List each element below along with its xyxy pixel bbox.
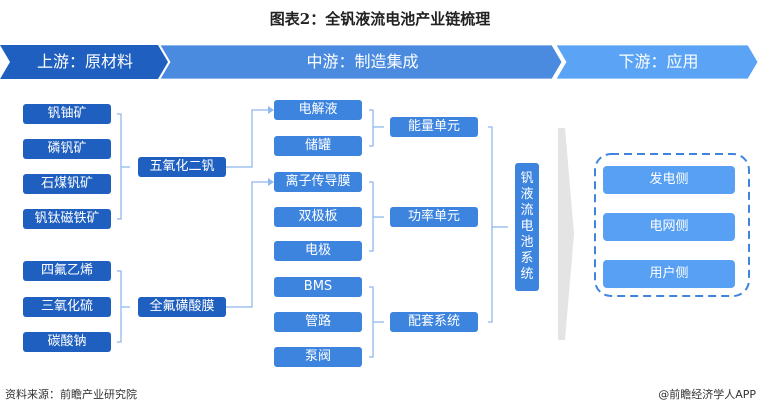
unit-power: 功率单元: [390, 207, 478, 227]
chart-title: 图表2：全钒液流电池产业链梳理: [269, 10, 491, 28]
application-grid-side: 电网侧: [603, 213, 735, 241]
stage-midstream-shape: [159, 45, 563, 79]
system-char: 统: [520, 267, 534, 282]
gray-flow-arrow: [558, 128, 574, 340]
system-char: 电: [520, 219, 534, 234]
system-char: 液: [520, 187, 534, 202]
component-box: 储罐: [274, 136, 362, 156]
component-box: 电解液: [274, 100, 362, 120]
source-note: 资料来源：前瞻产业研究院: [5, 388, 137, 401]
bracket-raw-group2: [117, 270, 122, 343]
bracket-power: [369, 181, 374, 252]
credit-note: @前瞻经济学人APP: [658, 388, 756, 401]
connector-product1-to-electrolyte: [226, 109, 268, 168]
stage-upstream-label: 上游：原材料: [36, 52, 133, 71]
raw-material-box: 磷钒矿: [23, 139, 111, 159]
raw-material-box: 钒铀矿: [23, 104, 111, 124]
application-generation-side: 发电侧: [603, 166, 735, 194]
product-vanadium-pentoxide: 五氧化二钒: [138, 157, 226, 177]
stage-arrow-bar: [0, 45, 759, 79]
bracket-units: [488, 126, 493, 323]
system-char: 流: [520, 203, 534, 218]
connector-product2-to-membrane: [226, 181, 268, 308]
component-box: 电极: [274, 241, 362, 261]
raw-material-box: 石煤钒矿: [23, 174, 111, 194]
system-char: 系: [520, 251, 534, 266]
bracket-energy: [369, 109, 374, 147]
bracket-raw-group1: [117, 113, 122, 220]
stage-downstream-shape: [555, 45, 759, 79]
component-box: BMS: [274, 277, 362, 297]
raw-material-box: 碳酸钠: [23, 332, 111, 352]
component-box: 双极板: [274, 207, 362, 227]
stage-upstream-shape: [0, 45, 168, 79]
stage-downstream-label: 下游：应用: [618, 52, 699, 71]
product-perfluorosulfonic-membrane: 全氟磺酸膜: [138, 297, 226, 317]
bracket-auxiliary: [369, 286, 374, 358]
unit-auxiliary: 配套系统: [390, 312, 478, 332]
raw-material-box: 钒钛磁铁矿: [23, 209, 111, 229]
component-box: 泵阀: [274, 347, 362, 367]
component-box: 管路: [274, 312, 362, 332]
unit-energy: 能量单元: [390, 117, 478, 137]
stage-midstream-label: 中游：制造集成: [306, 52, 419, 71]
component-box: 离子传导膜: [274, 172, 362, 192]
application-user-side: 用户侧: [603, 260, 735, 288]
system-char: 钒: [520, 171, 534, 186]
raw-material-box: 四氟乙烯: [23, 261, 111, 281]
system-char: 池: [520, 235, 534, 250]
vanadium-flow-battery-system: 钒 液 流 电 池 系 统: [515, 163, 539, 291]
raw-material-box: 三氧化硫: [23, 297, 111, 317]
